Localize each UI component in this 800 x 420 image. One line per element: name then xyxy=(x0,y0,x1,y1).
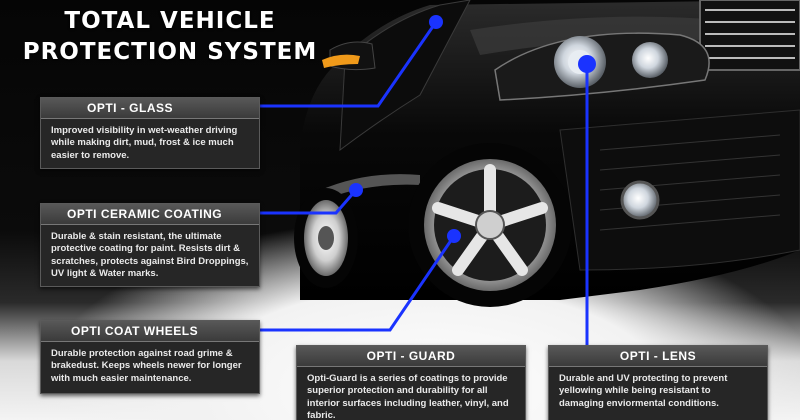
callout-heading: OPTI - LENS xyxy=(549,346,767,367)
title-line-2: PROTECTION SYSTEM xyxy=(22,39,318,65)
callout-heading: OPTI - GLASS xyxy=(41,98,259,119)
connector-dots xyxy=(349,15,596,243)
lower-bumper xyxy=(559,109,800,271)
callout-opti-coat-wheels: OPTI COAT WHEELS Durable protection agai… xyxy=(40,320,260,394)
callout-heading: OPTI - GUARD xyxy=(297,346,525,367)
connector-lines xyxy=(258,21,589,345)
mirror-indicator xyxy=(322,54,360,68)
callout-text: Durable and UV protecting to prevent yel… xyxy=(559,373,728,409)
callout-text: Durable & stain resistant, the ultimate … xyxy=(51,231,249,280)
side-highlight xyxy=(310,174,420,205)
title-line-1: TOTAL VEHICLE xyxy=(64,8,276,34)
callout-text: Improved visibility in wet-weather drivi… xyxy=(51,125,238,161)
callout-text: Opti-Guard is a series of coatings to pr… xyxy=(307,373,509,420)
callout-heading: OPTI COAT WHEELS xyxy=(41,321,259,342)
fog-lamp xyxy=(620,180,660,220)
callout-opti-lens: OPTI - LENS Durable and UV protecting to… xyxy=(548,345,768,420)
callout-text: Durable protection against road grime & … xyxy=(51,348,242,384)
page-title: TOTAL VEHICLE PROTECTION SYSTEM xyxy=(20,6,320,68)
callout-opti-glass: OPTI - GLASS Improved visibility in wet-… xyxy=(40,97,260,169)
front-grille xyxy=(699,0,800,71)
windshield xyxy=(339,0,471,152)
rear-wheel xyxy=(294,188,358,288)
front-wheel xyxy=(408,143,572,307)
callout-heading: OPTI CERAMIC COATING xyxy=(41,204,259,225)
callout-opti-ceramic-coating: OPTI CERAMIC COATING Durable & stain res… xyxy=(40,203,260,287)
callout-opti-guard: OPTI - GUARD Opti-Guard is a series of c… xyxy=(296,345,526,420)
